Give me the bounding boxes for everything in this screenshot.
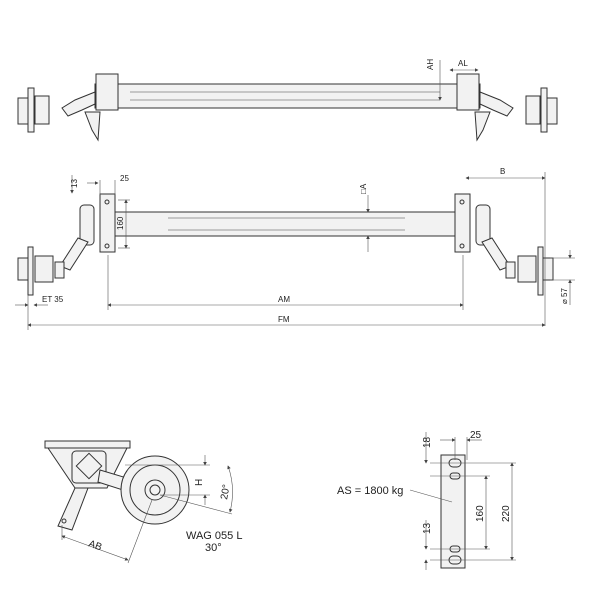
label-h: H (194, 479, 205, 486)
side-view: H 20° AB WAG 055 L 30° (44, 440, 242, 564)
left-swing-arm (61, 91, 96, 117)
top-view: AH AL (17, 59, 558, 142)
label-13: 13 (422, 522, 433, 534)
left-hub (34, 255, 54, 283)
right-bracket (456, 73, 480, 111)
label-ab: AB (87, 538, 104, 553)
label-al: AL (458, 59, 468, 68)
bracket-view: 18 25 13 160 220 AS = 1800 kg (337, 430, 516, 570)
right-swing-arm (479, 91, 514, 117)
label-fm: FM (278, 315, 290, 324)
right-hub (525, 95, 541, 125)
label-160: 160 (116, 216, 125, 230)
axle-tube (94, 83, 481, 109)
label-30deg: 30° (205, 542, 222, 554)
label-ah: AH (426, 59, 435, 70)
mounting-plate (44, 440, 131, 449)
front-view: 13 25 160 □A B ET 35 AM FM ⌀ 57 (15, 167, 575, 330)
hub-disc (120, 455, 190, 525)
left-bracket (99, 193, 116, 253)
label-model: WAG 055 L (186, 530, 242, 542)
label-b: B (500, 167, 505, 176)
label-160: 160 (475, 505, 486, 522)
right-hub (517, 255, 537, 283)
label-13: 13 (70, 179, 79, 188)
label-load: AS = 1800 kg (337, 485, 403, 497)
left-bracket (95, 73, 119, 111)
label-20deg: 20° (219, 484, 232, 501)
label-d57: ⌀ 57 (560, 288, 569, 304)
left-hub (34, 95, 50, 125)
right-bracket (454, 193, 471, 253)
label-25: 25 (470, 430, 482, 441)
axle-tube (111, 211, 458, 237)
label-18: 18 (422, 436, 433, 448)
label-am: AM (278, 295, 290, 304)
label-square-a: □A (359, 183, 368, 194)
label-et: ET 35 (42, 295, 64, 304)
support-arm (57, 487, 89, 531)
bracket-plate (440, 454, 466, 569)
label-220: 220 (501, 505, 512, 522)
label-25: 25 (120, 174, 129, 183)
